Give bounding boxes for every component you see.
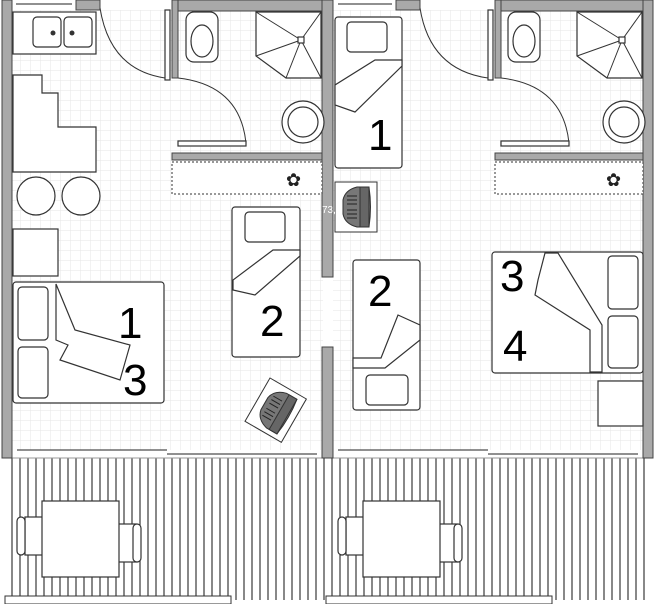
double-bed-right: 3 4 [491, 251, 644, 374]
single-bed-right-2: 2 [352, 259, 421, 411]
dining-table-left [16, 500, 142, 578]
bed-number: 1 [368, 111, 392, 160]
wash-basin [602, 100, 646, 144]
cabinet [12, 228, 59, 277]
stool [16, 176, 56, 216]
dimension-label: 73,2 [322, 205, 342, 216]
bed-number: 3 [123, 356, 147, 405]
dining-table-right [337, 500, 463, 578]
bed-number: 3 [500, 252, 524, 301]
stool [61, 176, 101, 216]
single-bed-left: 2 [231, 206, 301, 358]
single-bed-right-1: 1 [334, 16, 403, 169]
walls [1, 0, 654, 459]
bed-number: 2 [260, 297, 284, 346]
entry-door-right[interactable] [419, 7, 494, 81]
plant-icon: ✿ [606, 170, 621, 190]
balcony-rail-right [325, 595, 553, 604]
wardrobe [494, 161, 644, 195]
toilet [507, 11, 541, 63]
kitchen-counter [12, 74, 97, 173]
bathroom-door-right[interactable] [500, 77, 570, 147]
wardrobe [171, 161, 323, 195]
bed-number: 2 [368, 267, 392, 316]
bed-number: 4 [503, 322, 527, 371]
bed-number: 1 [118, 299, 142, 348]
plant-icon: ✿ [286, 170, 301, 190]
cabinet [597, 380, 644, 427]
entry-door-left[interactable] [99, 7, 171, 81]
double-bed-left: 1 3 [12, 281, 165, 405]
balcony-rail-left [4, 595, 232, 604]
kitchen-sink [12, 11, 97, 55]
wash-basin [281, 100, 325, 144]
bathroom-door-left[interactable] [177, 77, 247, 147]
toilet [185, 11, 219, 63]
